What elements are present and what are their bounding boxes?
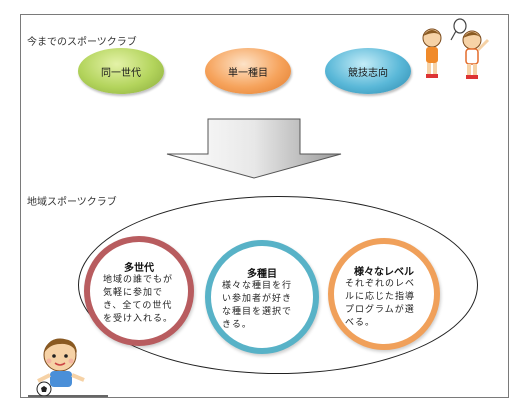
circle-multi-generation-title: 多世代 xyxy=(124,263,154,274)
circle-multi-sport xyxy=(205,240,319,354)
circle-multi-generation-text: 地域の誰でもが 気軽に参加で き、全ての世代 を受け入れる。 xyxy=(103,275,174,324)
soccer-kid-icon xyxy=(28,338,108,397)
bottom-section-label: 地域スポーツクラブ xyxy=(27,197,117,208)
circle-various-levels-text: それぞれのレベ ルに応じた指導 プログラムが選 べる。 xyxy=(345,279,416,328)
circle-multi-sport-title: 多種目 xyxy=(247,269,277,280)
circle-multi-generation xyxy=(84,236,194,346)
circle-various-levels xyxy=(328,238,440,350)
circle-various-levels-title: 様々なレベル xyxy=(354,267,414,278)
badminton-kids-icon xyxy=(422,18,490,79)
pill-single-sport: 単一種目 xyxy=(205,48,291,94)
circle-multi-sport-text: 様々な種目を行 い参加者が好き な種目を選択で きる。 xyxy=(222,281,293,330)
top-section-label: 今までのスポーツクラブ xyxy=(27,37,137,48)
down-arrow-icon xyxy=(166,118,342,179)
pill-same-generation: 同一世代 xyxy=(78,48,164,94)
pill-competition-oriented: 競技志向 xyxy=(325,48,411,94)
